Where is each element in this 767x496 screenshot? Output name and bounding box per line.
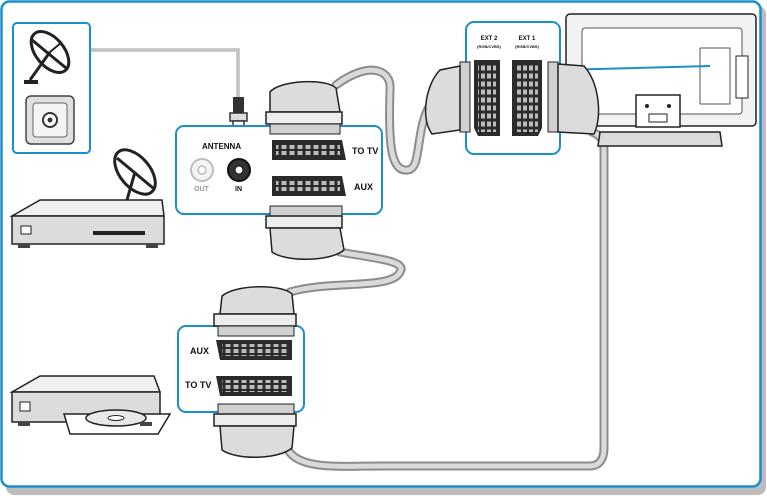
dvd-to-tv-scart	[216, 376, 292, 396]
dvd-aux-plug	[213, 286, 297, 337]
ext1-label: EXT 1 (RGB/CVBS)	[515, 36, 539, 49]
scart-plug-icon	[265, 80, 343, 135]
dvd-to-tv-label: TO TV	[185, 380, 212, 390]
antenna-wall-socket-icon	[25, 95, 75, 145]
dvd-to-tv-plug	[213, 403, 297, 458]
satellite-receiver-icon	[9, 199, 165, 248]
tv-ext1-plug	[547, 61, 600, 135]
out-label: OUT	[194, 186, 209, 193]
tv-ext2-scart	[474, 60, 500, 136]
tv-ext2-plug	[424, 61, 471, 135]
receiver-to-tv-label: TO TV	[352, 146, 379, 156]
receiver-aux-label: AUX	[354, 182, 374, 192]
dvd-player-icon	[9, 375, 172, 435]
receiver-aux-scart	[272, 176, 346, 196]
tv-ext1-scart	[512, 60, 542, 136]
receiver-to-tv-scart	[272, 140, 346, 160]
receiver-rear-panel	[175, 125, 383, 215]
receiver-aux-plug	[265, 205, 345, 260]
dvd-rear-panel	[177, 325, 305, 413]
ext2-label: EXT 2 (RGB/CVBS)	[477, 36, 501, 49]
in-label: IN	[235, 186, 242, 193]
tv-back-icon	[559, 13, 757, 147]
dvd-aux-scart	[216, 340, 292, 360]
satellite-dish-icon	[24, 30, 71, 84]
dvd-aux-label: AUX	[190, 346, 210, 356]
receiver-dish-icon	[113, 148, 157, 201]
antenna-label: ANTENNA	[202, 142, 242, 151]
